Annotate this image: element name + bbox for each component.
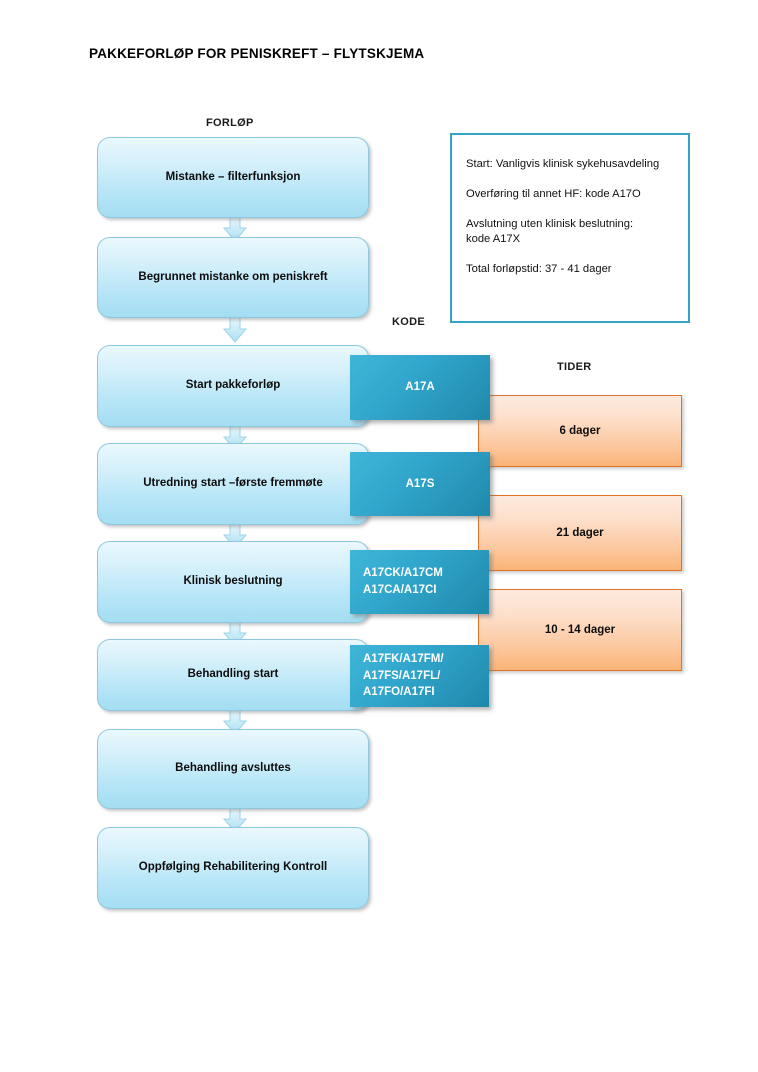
flow-step-start-pakkeforlop: Start pakkeforløp (97, 345, 369, 427)
flow-step-label: Utredning start –første fremmøte (143, 477, 323, 490)
flow-step-label: Behandling start (187, 668, 279, 681)
flow-step-label: Oppfølging Rehabilitering Kontroll (138, 861, 328, 874)
time-box-2: 21 dager (478, 495, 682, 571)
code-box-label: A17FK/A17FM/ A17FS/A17FL/ A17FO/A17FI (363, 652, 444, 699)
arrow-down-icon (221, 709, 249, 735)
flow-step-behandling-avsluttes: Behandling avsluttes (97, 729, 369, 809)
column-header-tider: TIDER (557, 361, 592, 373)
time-box-1: 6 dager (478, 395, 682, 467)
time-box-label: 21 dager (556, 527, 604, 539)
info-line-start: Start: Vanligvis klinisk sykehusavdeling (466, 158, 660, 170)
flow-step-utredning-start: Utredning start –første fremmøte (97, 443, 369, 525)
flow-step-behandling-start: Behandling start (97, 639, 369, 711)
info-box: Start: Vanligvis klinisk sykehusavdeling… (450, 133, 690, 323)
column-header-forlop: FORLØP (206, 117, 254, 129)
arrow-down-icon (221, 317, 249, 343)
flow-step-label: Start pakkeforløp (185, 379, 281, 392)
info-line-total-forlopstid: Total forløpstid: 37 - 41 dager (466, 263, 612, 275)
flow-step-label: Mistanke – filterfunksjon (165, 170, 301, 183)
time-box-3: 10 - 14 dager (478, 589, 682, 671)
arrow-down-icon (221, 807, 249, 833)
column-header-kode: KODE (392, 316, 425, 328)
code-box-a17s: A17S (350, 452, 490, 516)
flow-step-begrunnet-mistanke: Begrunnet mistanke om peniskreft (97, 237, 369, 318)
code-box-a17a: A17A (350, 355, 490, 420)
arrow-down-icon (221, 216, 249, 242)
flow-step-label: Klinisk beslutning (183, 575, 283, 588)
info-line-avslutning: Avslutning uten klinisk beslutning: kode… (466, 218, 634, 245)
code-box-behandling-koder: A17FK/A17FM/ A17FS/A17FL/ A17FO/A17FI (350, 645, 489, 707)
flow-step-label: Behandling avsluttes (175, 762, 291, 775)
code-box-klinisk-beslutning-koder: A17CK/A17CM A17CA/A17CI (350, 550, 489, 614)
info-line-overforing: Overføring til annet HF: kode A17O (466, 188, 641, 200)
time-box-label: 6 dager (559, 425, 601, 437)
page-title: PAKKEFORLØP FOR PENISKREFT – FLYTSKJEMA (89, 46, 425, 61)
code-box-label: A17A (405, 381, 435, 394)
flow-step-mistanke-filterfunksjon: Mistanke – filterfunksjon (97, 137, 369, 218)
flow-step-klinisk-beslutning: Klinisk beslutning (97, 541, 369, 623)
time-box-label: 10 - 14 dager (544, 624, 616, 636)
code-box-label: A17S (405, 477, 435, 490)
flow-step-oppfolging: Oppfølging Rehabilitering Kontroll (97, 827, 369, 909)
code-box-label: A17CK/A17CM A17CA/A17CI (363, 567, 443, 596)
flow-step-label: Begrunnet mistanke om peniskreft (138, 270, 328, 283)
